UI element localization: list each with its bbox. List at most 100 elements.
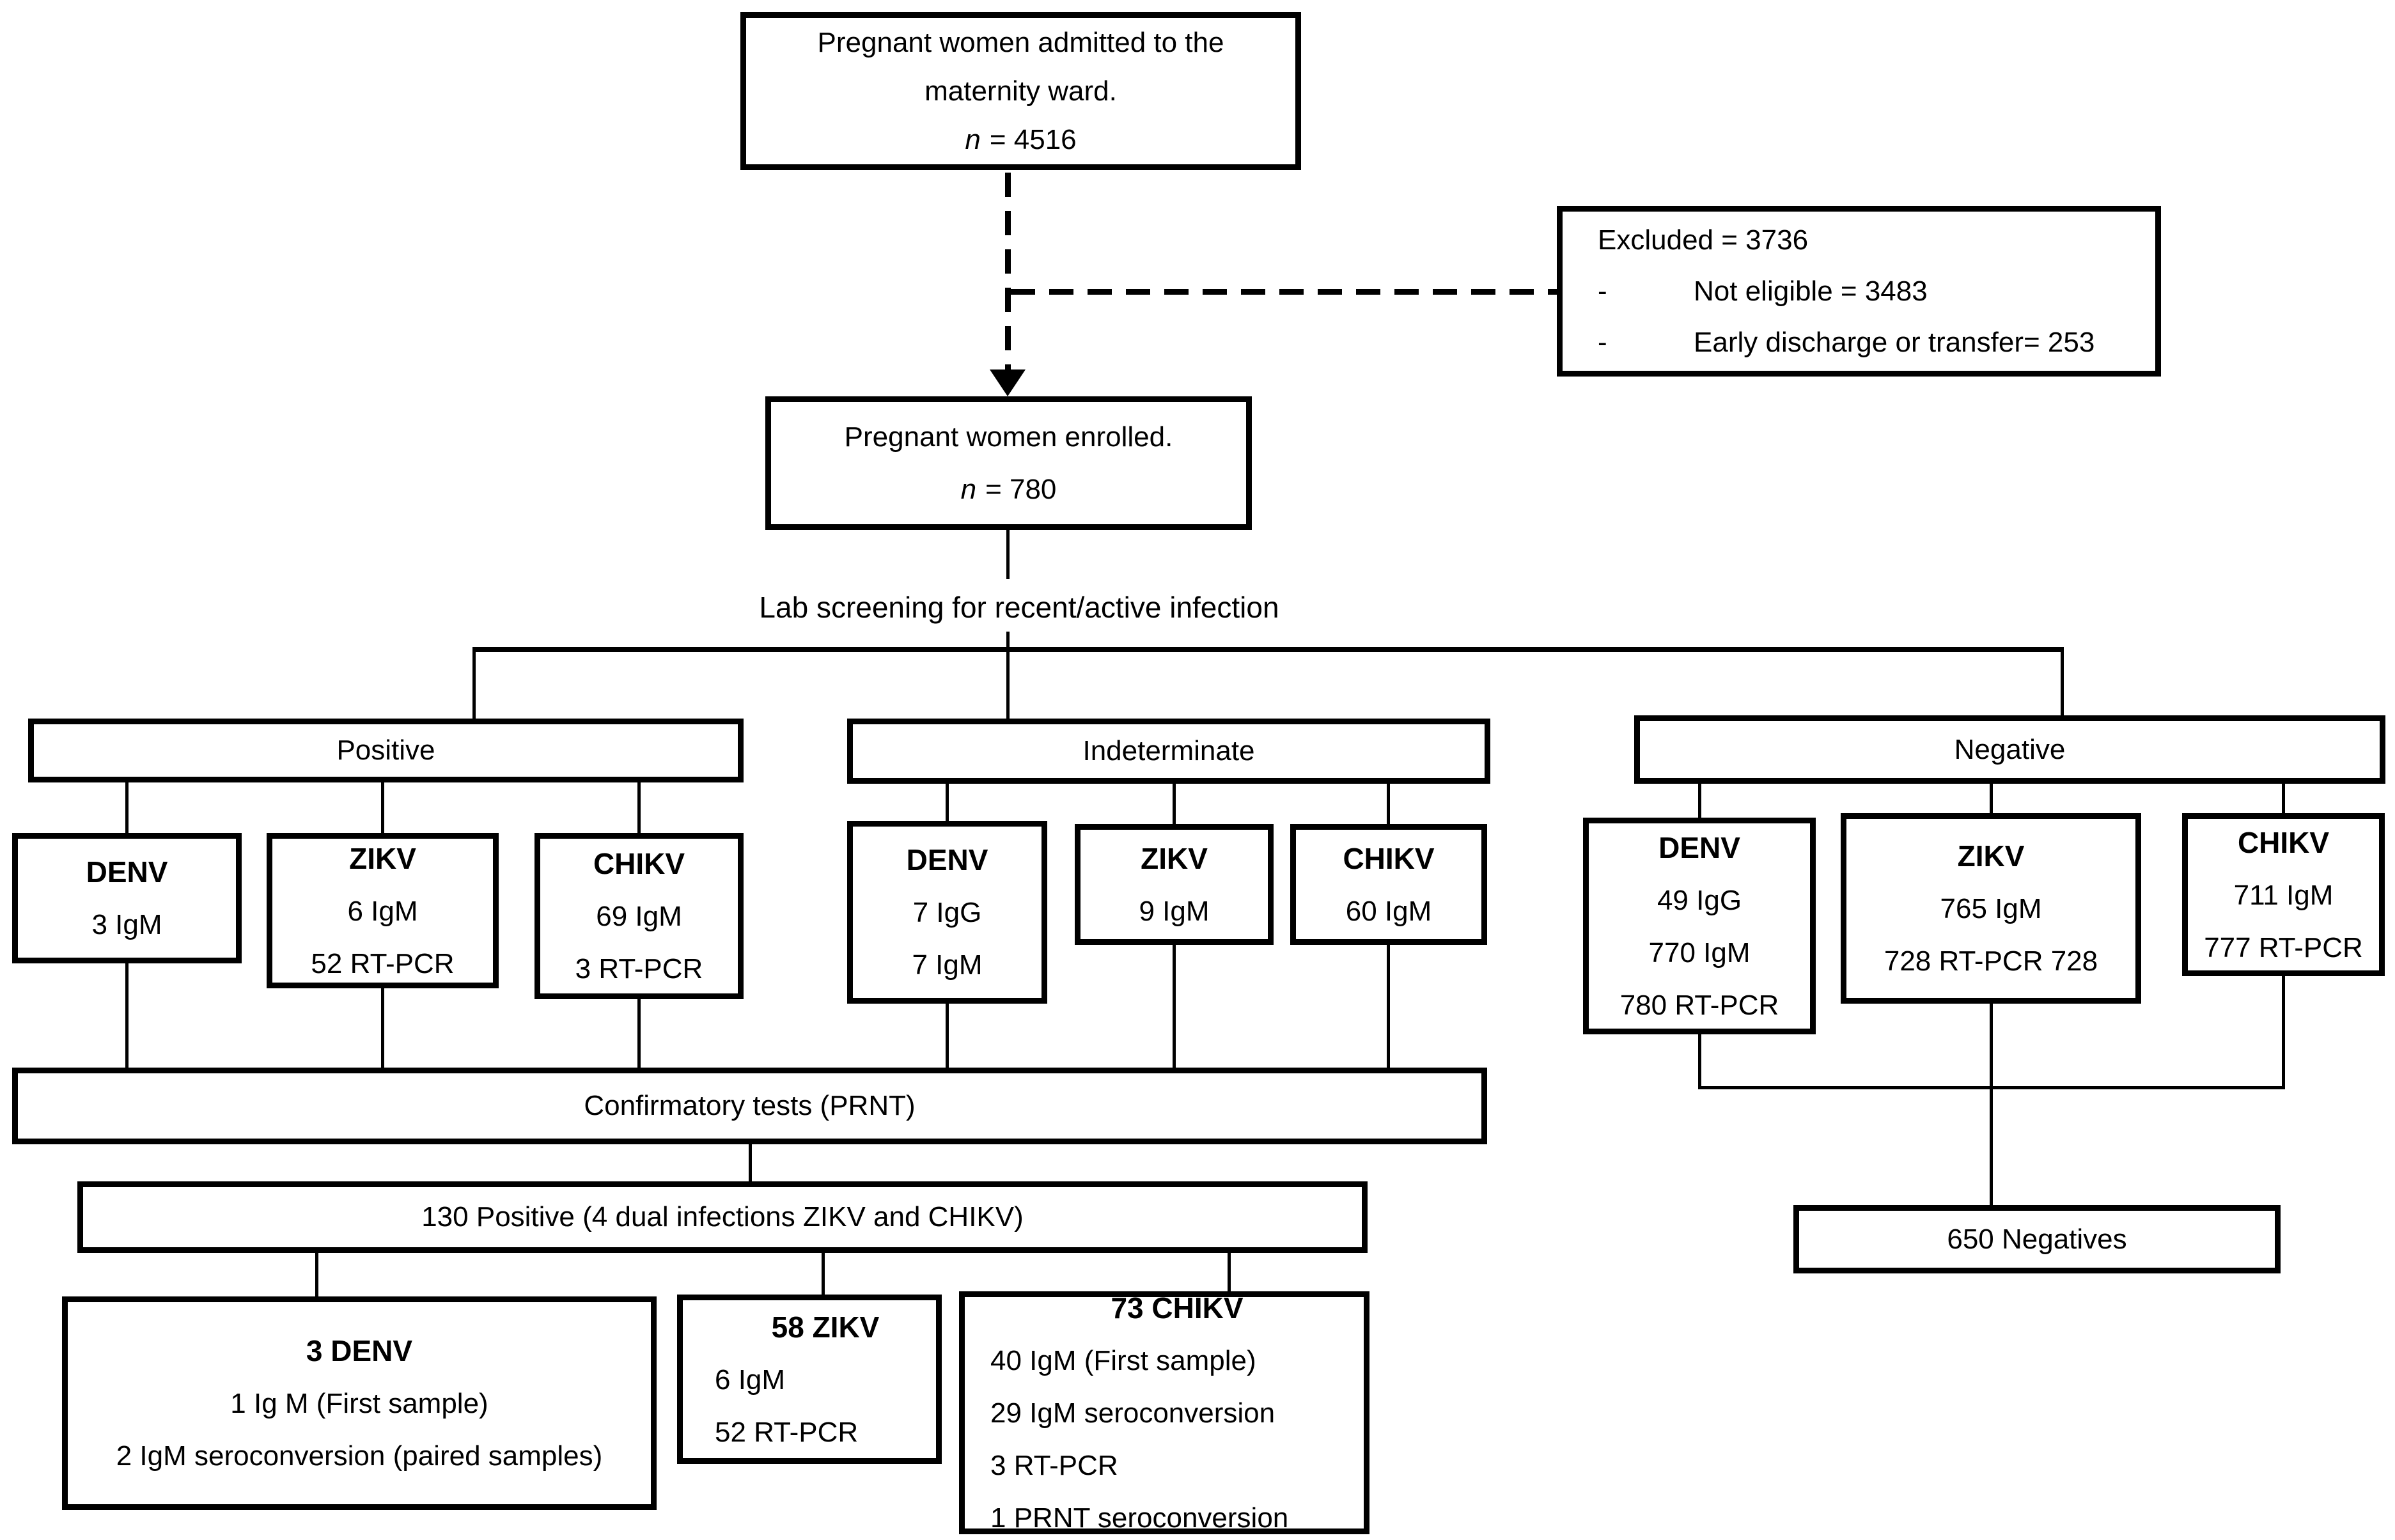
- excluded-header: Excluded = 3736: [1598, 224, 1809, 256]
- ind-chikv-to-confirmatory-line: [1387, 945, 1390, 1068]
- pos-chikv-to-confirmatory-line: [637, 999, 641, 1068]
- positive-denv-box: DENV 3 IgM: [12, 833, 242, 963]
- indeterminate-to-denv-line: [946, 784, 949, 821]
- screening-label: Lab screening for recent/active infectio…: [759, 591, 1279, 624]
- rail-to-negative-line: [2061, 647, 2064, 715]
- excluded-bullet-2-text: Early discharge or transfer= 253: [1694, 326, 2095, 358]
- positive-chikv-result-2: 3 RT-PCR: [575, 953, 703, 984]
- positive-denv-result-1: 3 IgM: [91, 909, 162, 940]
- indeterminate-chikv-box: CHIKV 60 IgM: [1290, 824, 1487, 945]
- label-to-indeterminate-line: [1006, 632, 1010, 719]
- 130-to-denv-line: [315, 1253, 318, 1296]
- admitted-n-line: n= 4516: [965, 116, 1076, 164]
- excluded-box: Excluded = 3736 - Not eligible = 3483 - Ea…: [1557, 206, 2161, 377]
- neg-zikv-to-bracket-line: [1990, 1004, 1993, 1089]
- enrolled-n-symbol: n: [960, 473, 977, 505]
- admitted-n-value: = 4516: [989, 123, 1077, 155]
- positive-to-zikv-line: [381, 782, 384, 833]
- indeterminate-chikv-result-1: 60 IgM: [1345, 895, 1432, 927]
- indeterminate-branch-label: Indeterminate: [1082, 735, 1255, 766]
- bracket-to-650-line: [1990, 1086, 1993, 1205]
- negative-branch-box: Negative: [1634, 715, 2385, 784]
- positive-zikv-box: ZIKV 6 IgM 52 RT-PCR: [267, 833, 499, 988]
- negative-zikv-result-2: 728 RT-PCR 728: [1884, 945, 2098, 977]
- indeterminate-denv-result-2: 7 IgM: [912, 949, 983, 981]
- negative-chikv-title: CHIKV: [2237, 825, 2330, 859]
- enrolled-to-label-line: [1006, 530, 1010, 579]
- rail-to-positive-line: [472, 647, 476, 719]
- prnt-denv-box: 3 DENV 1 Ig M (First sample) 2 IgM seroc…: [62, 1296, 657, 1510]
- excluded-bullet-2: - Early discharge or transfer= 253: [1598, 317, 2095, 368]
- negative-denv-result-1: 49 IgG: [1657, 884, 1742, 916]
- excluded-bullet-1: - Not eligible = 3483: [1598, 266, 1928, 317]
- prnt-denv-title: 3 DENV: [306, 1334, 413, 1367]
- confirmatory-to-130-line: [749, 1144, 752, 1181]
- prnt-zikv-box: 58 ZIKV 6 IgM 52 RT-PCR: [677, 1295, 942, 1464]
- admitted-line-2: maternity ward.: [924, 75, 1117, 107]
- enrolled-n-value: = 780: [985, 473, 1057, 505]
- confirmatory-box: Confirmatory tests (PRNT): [12, 1068, 1487, 1144]
- enrolled-line: Pregnant women enrolled.: [844, 421, 1173, 453]
- negative-denv-box: DENV 49 IgG 770 IgM 780 RT-PCR: [1583, 818, 1816, 1034]
- negatives-650-label: 650 Negatives: [1947, 1223, 2127, 1255]
- indeterminate-chikv-title: CHIKV: [1343, 841, 1435, 875]
- positive-chikv-result-1: 69 IgM: [596, 901, 682, 932]
- negative-zikv-box: ZIKV 765 IgM 728 RT-PCR 728: [1841, 813, 2141, 1004]
- indeterminate-to-chikv-line: [1387, 784, 1390, 824]
- prnt-zikv-result-2: 52 RT-PCR: [715, 1416, 859, 1448]
- prnt-zikv-result-1: 6 IgM: [715, 1364, 786, 1396]
- negative-denv-result-2: 770 IgM: [1648, 937, 1751, 968]
- ind-denv-to-confirmatory-line: [946, 1004, 949, 1068]
- pos-zikv-to-confirmatory-line: [381, 988, 384, 1068]
- positive-chikv-box: CHIKV 69 IgM 3 RT-PCR: [534, 833, 744, 999]
- indeterminate-to-zikv-line: [1173, 784, 1176, 824]
- negative-chikv-result-1: 711 IgM: [2233, 879, 2334, 911]
- confirmatory-label: Confirmatory tests (PRNT): [584, 1090, 916, 1121]
- negative-zikv-result-1: 765 IgM: [1940, 893, 2042, 924]
- negative-chikv-box: CHIKV 711 IgM 777 RT-PCR: [2182, 813, 2385, 976]
- positive-zikv-title: ZIKV: [349, 841, 416, 875]
- indeterminate-denv-title: DENV: [906, 843, 988, 876]
- prnt-chikv-box: 73 CHIKV 40 IgM (First sample) 29 IgM se…: [959, 1291, 1369, 1534]
- prnt-denv-result-2: 2 IgM seroconversion (paired samples): [116, 1440, 603, 1472]
- indeterminate-zikv-title: ZIKV: [1141, 841, 1208, 875]
- prnt-positive-label: 130 Positive (4 dual infections ZIKV and…: [421, 1201, 1024, 1233]
- indeterminate-denv-box: DENV 7 IgG 7 IgM: [847, 821, 1047, 1004]
- pos-denv-to-confirmatory-line: [125, 963, 129, 1068]
- positive-chikv-title: CHIKV: [593, 847, 685, 880]
- positive-to-denv-line: [125, 782, 129, 833]
- indeterminate-zikv-result-1: 9 IgM: [1139, 895, 1210, 927]
- admitted-to-enrolled-dashed-line: [1005, 173, 1011, 377]
- positive-branch-box: Positive: [28, 719, 744, 782]
- positive-denv-title: DENV: [86, 855, 168, 889]
- neg-chikv-to-bracket-line: [2282, 976, 2285, 1089]
- 130-to-chikv-line: [1228, 1253, 1231, 1291]
- prnt-chikv-result-4: 1 PRNT seroconversion: [990, 1502, 1289, 1534]
- positive-zikv-result-2: 52 RT-PCR: [311, 947, 455, 979]
- prnt-chikv-result-3: 3 RT-PCR: [990, 1450, 1118, 1481]
- excluded-bullet-1-dash: -: [1598, 275, 1607, 307]
- negative-to-chikv-line: [2282, 784, 2285, 813]
- positive-branch-label: Positive: [336, 735, 435, 766]
- negative-to-zikv-line: [1990, 784, 1993, 813]
- excluded-bullet-2-dash: -: [1598, 326, 1607, 358]
- down-arrowhead-icon: [990, 369, 1026, 396]
- indeterminate-branch-box: Indeterminate: [847, 719, 1490, 784]
- 130-to-zikv-line: [822, 1253, 825, 1295]
- prnt-zikv-title: 58 ZIKV: [771, 1310, 880, 1344]
- indeterminate-denv-result-1: 7 IgG: [912, 897, 982, 928]
- excluded-bullet-1-text: Not eligible = 3483: [1694, 275, 1928, 307]
- indeterminate-zikv-box: ZIKV 9 IgM: [1075, 824, 1274, 945]
- admitted-box: Pregnant women admitted to the maternity…: [740, 12, 1301, 170]
- prnt-denv-result-1: 1 Ig M (First sample): [230, 1388, 488, 1419]
- branch-rail-line: [474, 647, 2064, 652]
- prnt-chikv-result-2: 29 IgM seroconversion: [990, 1397, 1276, 1429]
- negative-branch-label: Negative: [1954, 733, 2066, 765]
- admitted-n-symbol: n: [965, 123, 981, 155]
- exclusion-dashed-line: [1011, 289, 1557, 295]
- enrolled-n-line: n= 780: [961, 463, 1057, 516]
- admitted-line-1: Pregnant women admitted to the: [817, 26, 1224, 58]
- positive-zikv-result-1: 6 IgM: [347, 895, 418, 927]
- negative-denv-title: DENV: [1658, 830, 1740, 864]
